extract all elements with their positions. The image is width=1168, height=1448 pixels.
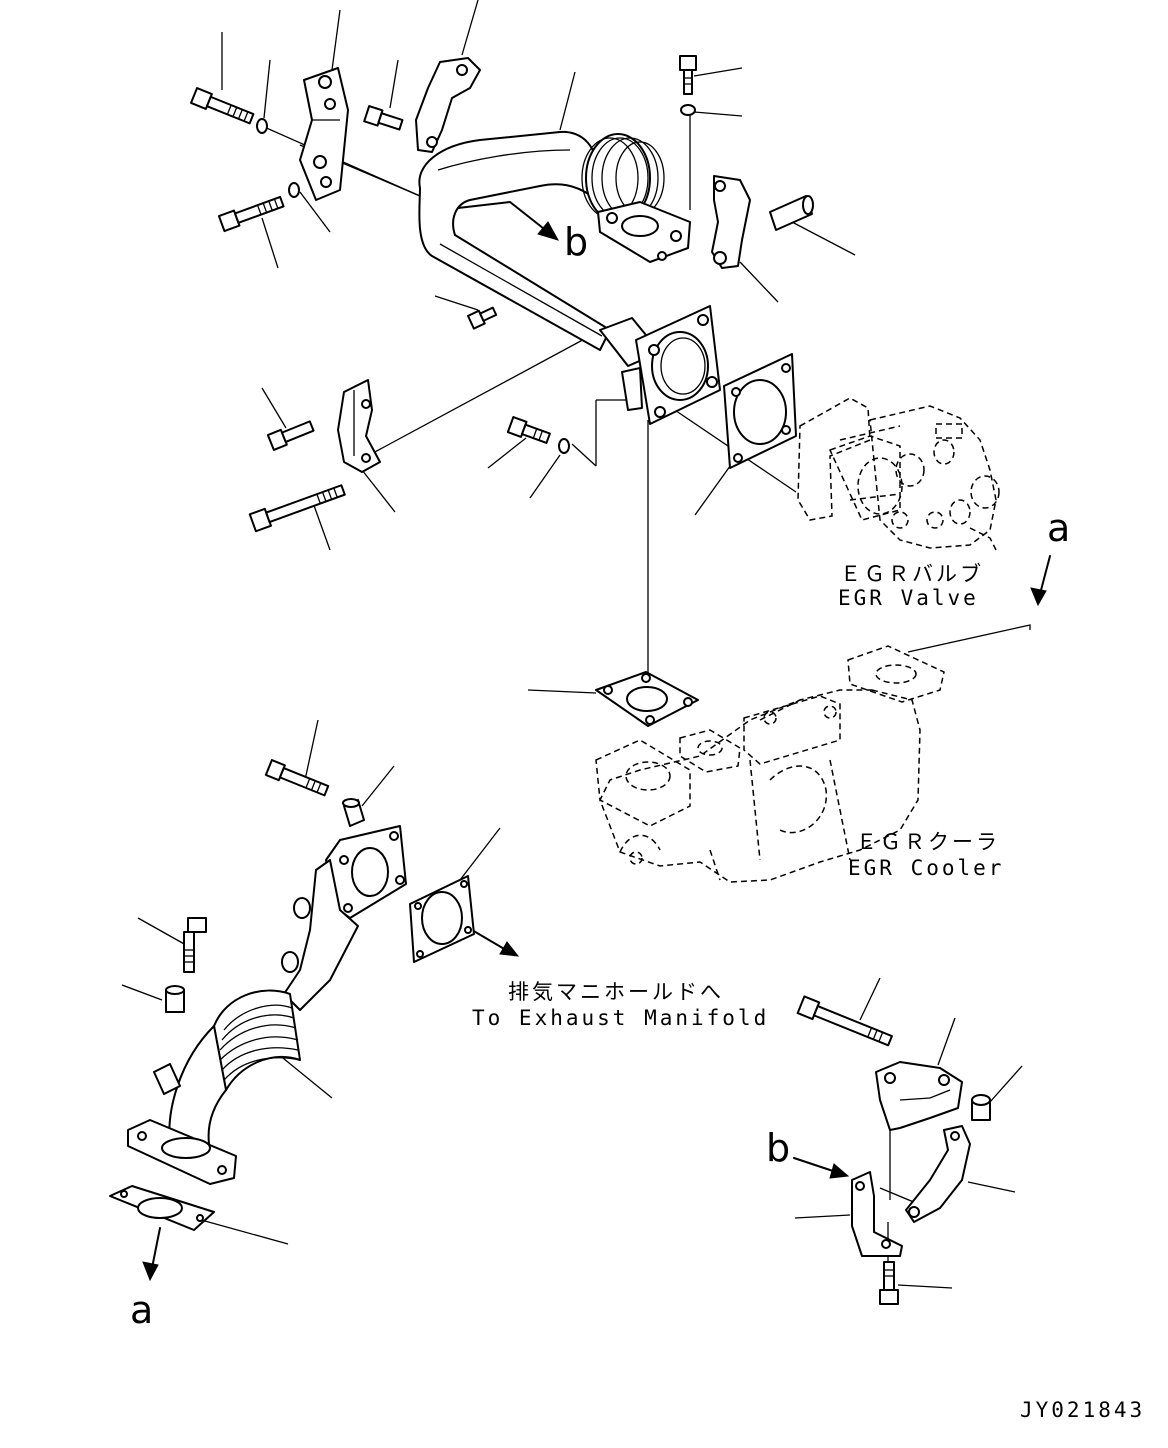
clamp-block-left: [299, 67, 349, 201]
detail-b-clamp-right: [905, 1125, 971, 1223]
egr-cooler-label-en: EGR Cooler: [848, 856, 1005, 880]
spacer-right: [769, 195, 814, 231]
bolt-bracket-upper: [266, 420, 315, 451]
detail-b-bolt-long: [796, 995, 893, 1047]
egr-pipe-upper: [418, 130, 691, 367]
bolt-lower-pipe: [264, 759, 330, 797]
arrow-to-exhaust: [471, 929, 520, 957]
detail-b-clamp-left: [851, 1171, 903, 1257]
detail-b-bolt-bottom: [879, 1261, 899, 1305]
gasket-egr-cooler-lower: [109, 1185, 215, 1231]
detail-b-spacer: [971, 1094, 991, 1121]
drawing-number: JY021843: [1020, 1398, 1146, 1422]
arrow-a-top: [1030, 555, 1051, 607]
washer-top-left: [256, 118, 268, 134]
ref-label-b-bottom: b: [766, 1126, 791, 1170]
pipe-flange-lower: [597, 201, 691, 263]
gasket-egr-cooler: [595, 671, 699, 727]
leader-lines: [121, 0, 1023, 1289]
washer-top-right: [680, 104, 696, 116]
bolt-pipe-center: [466, 306, 498, 330]
washer-flange-mid: [558, 438, 570, 454]
bellows-lower: [213, 989, 301, 1091]
egr-cooler-assembly: [595, 645, 945, 883]
ref-label-b-top: b: [564, 220, 589, 264]
clamp-half-right: [711, 175, 751, 269]
reference-arrows: [142, 201, 1051, 1282]
egr-pipe-lower: [127, 825, 407, 1185]
spacer-lower-pipe: [342, 798, 365, 827]
arrow-a-bottom: [142, 1227, 161, 1282]
ref-label-a-bottom: a: [130, 1288, 154, 1332]
bolt-top-left: [190, 87, 255, 125]
bolt-flange-mid: [506, 416, 551, 444]
bolt-mid-left: [217, 195, 285, 233]
egr-valve-assembly: [797, 397, 1000, 551]
egr-valve-label-jp: ＥＧＲバルブ: [840, 562, 984, 586]
egr-valve-label-en: EGR Valve: [838, 586, 979, 610]
bolt-top-right: [679, 55, 697, 95]
bolt-long-lower: [248, 484, 346, 533]
spacer-lower-left: [165, 985, 185, 1013]
detail-b-bracket-upper: [875, 1061, 963, 1131]
square-flange: [621, 305, 721, 425]
washer-mid-left: [288, 182, 300, 198]
exhaust-manifold-label-jp: 排気マニホールドへ: [508, 980, 724, 1004]
bolt-small-top: [363, 105, 404, 131]
arrow-b-bottom: [793, 1157, 850, 1179]
egr-cooler-label-jp: ＥＧＲクーラ: [856, 830, 1000, 854]
arrow-b-top: [457, 201, 560, 241]
gasket-egr-valve: [723, 353, 797, 469]
bracket-mid-left: [337, 379, 381, 473]
gasket-exhaust-manifold: [409, 875, 475, 963]
exhaust-manifold-label-en: To Exhaust Manifold: [472, 1006, 770, 1030]
bolt-lower-left: [183, 917, 207, 973]
ref-label-a-top: a: [1047, 506, 1071, 550]
clamp-half-top: [415, 57, 481, 153]
pipe-lower-base-flange: [127, 1119, 237, 1185]
